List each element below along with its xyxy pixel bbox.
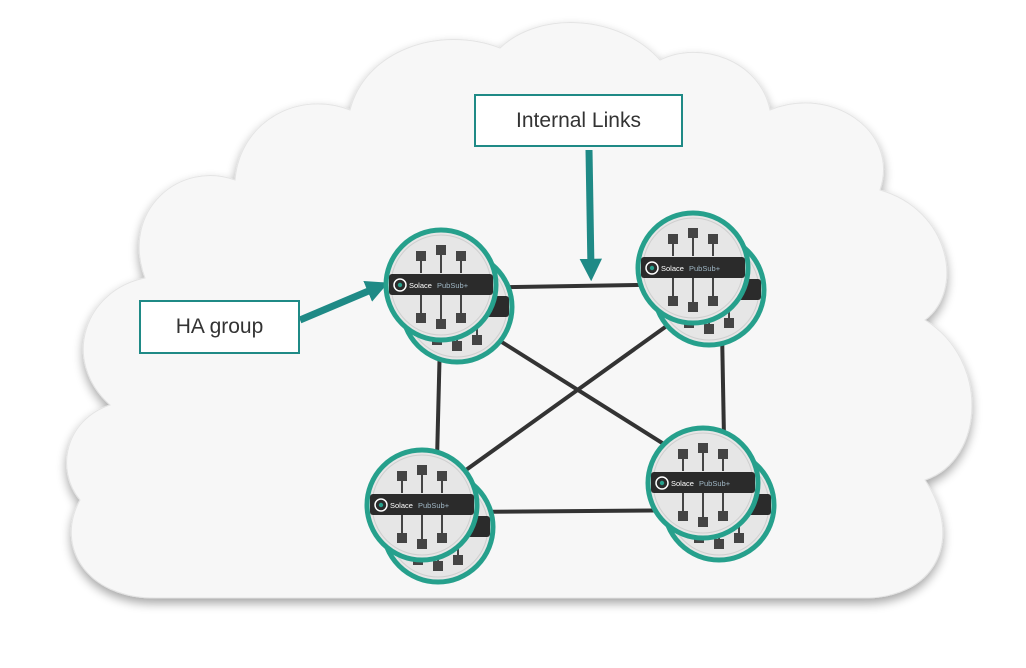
node-product-name: PubSub+ (699, 479, 731, 488)
ha-group-label: HA group (139, 300, 300, 354)
link-right (720, 329, 726, 439)
node-product-name: PubSub+ (689, 264, 721, 273)
link-diagonal-tr-bl (450, 313, 684, 482)
ha-group-top-right: Solace PubSub+Solace PubSub+ (635, 210, 767, 348)
node-product-name: PubSub+ (437, 281, 469, 290)
ha-group-arrow (298, 281, 389, 324)
ha-group-bottom-left: Solace PubSub+Solace PubSub+ (364, 447, 496, 585)
solace-logo-icon (645, 261, 659, 275)
solace-logo-icon (374, 498, 388, 512)
ha-group-top-left: Solace PubSub+Solace PubSub+ (383, 227, 515, 365)
node-primary: Solace PubSub+ (383, 227, 499, 343)
node-primary: Solace PubSub+ (645, 425, 761, 541)
node-brand-name: Solace (390, 501, 413, 510)
internal-links-label: Internal Links (474, 94, 683, 147)
ha-group-bottom-right: Solace PubSub+Solace PubSub+ (645, 425, 777, 563)
node-product-name: PubSub+ (418, 501, 450, 510)
node-brand-name: Solace (661, 264, 684, 273)
node-primary: Solace PubSub+ (364, 447, 480, 563)
node-primary: Solace PubSub+ (635, 210, 751, 326)
solace-logo-icon (393, 278, 407, 292)
node-brand-name: Solace (409, 281, 432, 290)
solace-logo-icon (655, 476, 669, 490)
internal-links-arrow (579, 149, 603, 282)
node-brand-name: Solace (671, 479, 694, 488)
